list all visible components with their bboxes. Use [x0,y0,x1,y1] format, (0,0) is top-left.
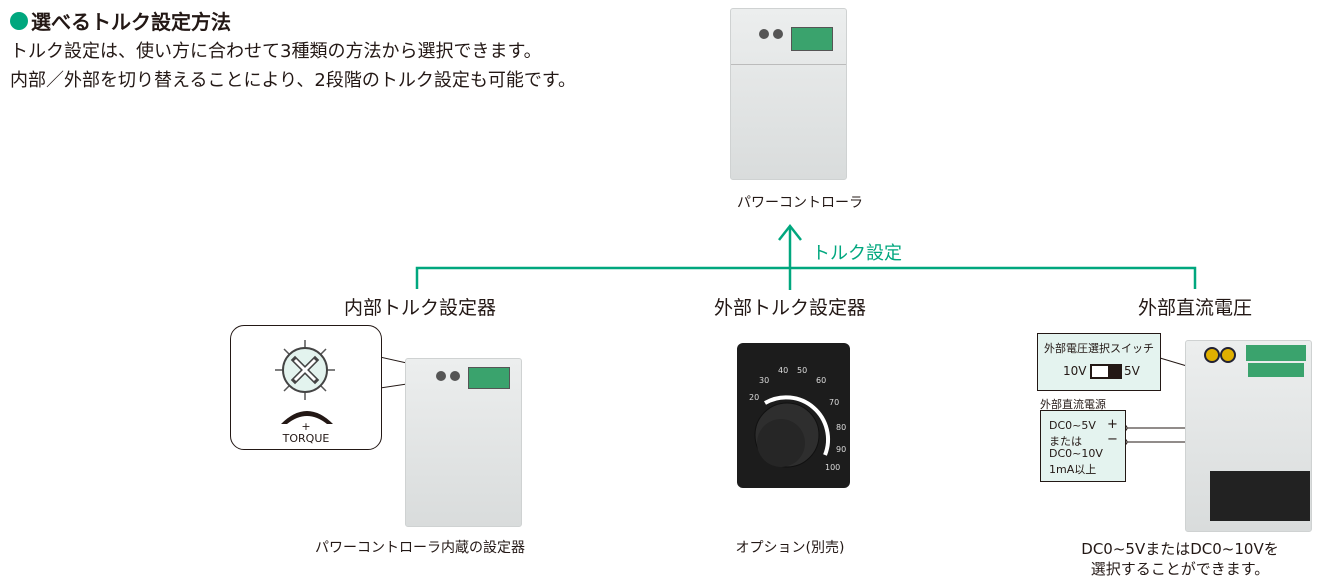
section-title: 選べるトルク設定方法 [10,6,231,35]
dial-tick: 100 [825,463,841,472]
external-dial-image: 20 30 40 50 60 70 80 90 100 [737,343,850,488]
dial-tick: 40 [778,366,789,375]
dial-tick: 20 [749,393,760,402]
voltage-caption-line-2: 選択することができます。 [1090,560,1270,578]
supply-label: 外部直流電源 [1040,398,1106,411]
method-heading-internal: 内部トルク設定器 [343,297,497,319]
voltage-switch [1090,364,1122,379]
top-device-caption: パワーコントローラ [737,195,863,211]
description-line-1: トルク設定は、使い方に合わせて3種類の方法から選択できます。 [10,41,542,62]
internal-dial-icon [275,340,335,400]
supply-line: DC0~10V [1049,447,1103,460]
dial-tick: 50 [797,366,808,375]
voltage-caption-line-1: DC0~5VまたはDC0~10Vを [1081,540,1279,558]
plus-terminal: + [1107,417,1118,432]
internal-controller-image [405,358,522,527]
torque-plus: + [301,420,311,433]
supply-box: DC0~5V または DC0~10V 1mA以上 + − [1040,410,1126,482]
torque-arc-icon [281,411,333,424]
dial-tick: 30 [759,376,770,385]
minus-terminal: − [1107,432,1118,447]
title-text: 選べるトルク設定方法 [31,10,231,34]
switch-right-label: 5V [1124,364,1140,378]
external-dial-caption: オプション(別売) [735,540,845,556]
method-heading-external-dial: 外部トルク設定器 [713,297,867,319]
power-controller-image [730,8,847,180]
voltage-controller-image [1185,340,1312,532]
torque-label: TORQUE [282,432,330,445]
internal-dial-callout: + TORQUE [230,325,382,450]
method-heading-external-voltage: 外部直流電圧 [1137,297,1253,319]
voltage-switch-box: 外部電圧選択スイッチ 10V 5V [1037,333,1161,391]
supply-line: 1mA以上 [1049,463,1097,476]
arrow-label: トルク設定 [812,243,902,264]
description-line-2: 内部／外部を切り替えることにより、2段階のトルク設定も可能です。 [10,70,577,91]
dial-tick: 70 [829,398,840,407]
switch-title: 外部電圧選択スイッチ [1044,342,1154,355]
supply-line: DC0~5V [1049,419,1096,432]
internal-caption: パワーコントローラ内蔵の設定器 [315,540,525,556]
supply-line: または [1049,435,1082,448]
dial-tick: 60 [816,376,827,385]
dial-tick: 80 [836,423,847,432]
bullet-icon [10,11,28,30]
dial-tick: 90 [836,445,847,454]
switch-left-label: 10V [1063,364,1087,378]
